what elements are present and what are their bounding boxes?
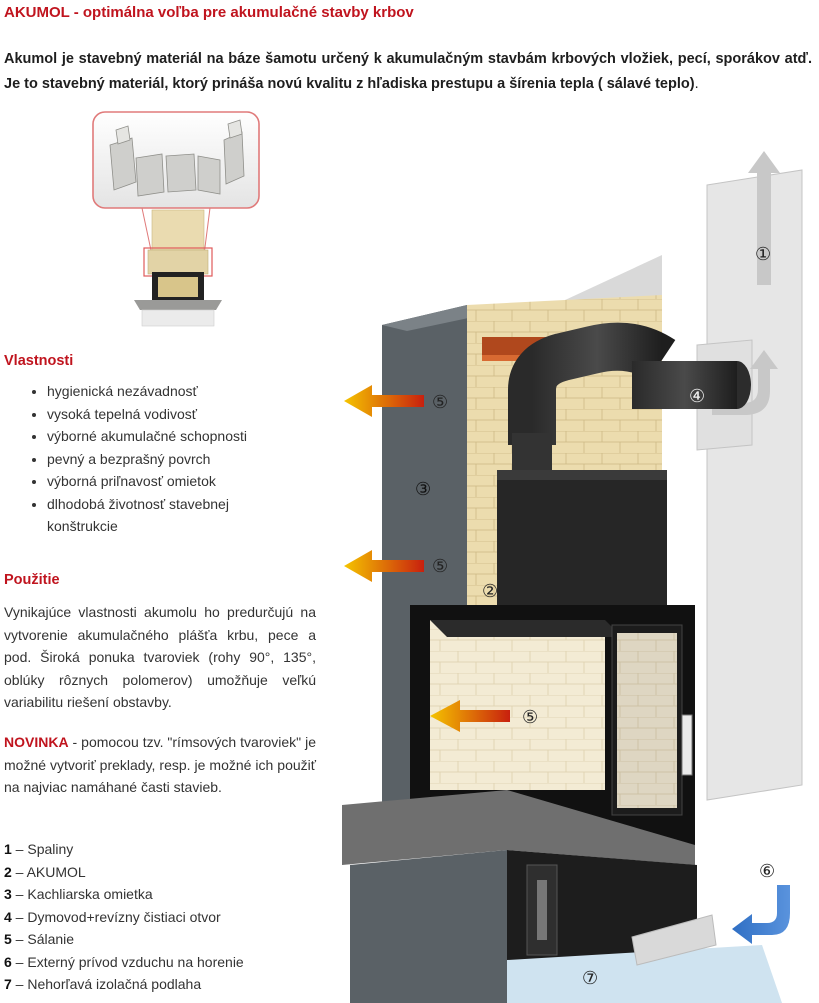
diagram-legend: 1 – Spaliny 2 – AKUMOL 3 – Kachliarska o… [4, 838, 244, 996]
marker-spaliny: ① [755, 244, 771, 265]
legend-text: – Externý prívod vzduchu na horenie [11, 953, 244, 970]
marker-podlaha: ⑦ [582, 968, 598, 989]
base-pedestal [350, 850, 507, 1003]
air-intake-arrow [732, 885, 790, 944]
legend-text: – Kachliarska omietka [11, 886, 153, 902]
legend-text: – Dymovod+revízny čistiaci otvor [11, 908, 221, 925]
marker-dymovod: ④ [689, 386, 705, 407]
novinka-text: - pomocou tzv. "rímsových tvaroviek" je … [4, 734, 316, 795]
marker-akumol: ② [482, 581, 498, 602]
legend-number: 4 [4, 908, 12, 925]
intro-paragraph: Akumol je stavebný materiál na báze šamo… [4, 47, 812, 97]
exhaust-arrow [748, 151, 780, 285]
list-item: 4 – Dymovod+revízny čistiaci otvor [4, 906, 244, 929]
intro-tail: . [694, 76, 699, 92]
list-item: výborná priľnavosť omietok [47, 470, 347, 493]
marker-salanie-3: ⑤ [522, 707, 538, 728]
heat-arrow [344, 550, 424, 582]
legend-text: – AKUMOL [11, 863, 86, 880]
flue-arrow [712, 350, 778, 415]
intro-bold-text: Akumol je stavebný materiál na báze šamo… [4, 51, 812, 92]
list-item: 1 – Spaliny [4, 838, 244, 861]
legend-number: 1 [4, 841, 12, 857]
legend-number: 2 [4, 863, 12, 880]
heat-arrow [344, 385, 424, 417]
heat-arrow [430, 700, 510, 732]
marker-salanie-2: ⑤ [432, 556, 448, 577]
list-item: 7 – Nehorľavá izolačná podlaha [4, 973, 244, 996]
list-item: 2 – AKUMOL [4, 861, 244, 884]
novinka-paragraph: NOVINKA - pomocou tzv. "rímsových tvarov… [4, 731, 316, 799]
akumol-block-detail-illustration [92, 111, 260, 327]
novinka-label: NOVINKA [4, 734, 69, 750]
insulating-floor [507, 945, 782, 1003]
legend-number: 3 [4, 886, 12, 902]
list-item: 5 – Sálanie [4, 928, 244, 951]
vlastnosti-heading: Vlastnosti [4, 353, 74, 369]
vlastnosti-list: hygienická nezávadnosť vysoká tepelná vo… [22, 380, 347, 538]
marker-privod-vzduchu: ⑥ [759, 861, 775, 882]
page-title: AKUMOL - optimálna voľba pre akumulačné … [4, 4, 414, 21]
legend-text: – Spaliny [11, 841, 74, 857]
legend-text: – Sálanie [11, 931, 75, 947]
hearth-slab [342, 790, 695, 865]
list-item: 6 – Externý prívod vzduchu na horenie [4, 951, 244, 974]
air-intake-pipe [631, 914, 717, 966]
legend-number: 7 [4, 976, 12, 992]
list-item: hygienická nezávadnosť [47, 380, 347, 403]
list-item: vysoká tepelná vodivosť [47, 403, 347, 426]
marker-omietka: ③ [415, 479, 431, 500]
legend-number: 6 [4, 953, 12, 970]
list-item: 3 – Kachliarska omietka [4, 883, 244, 906]
list-item: pevný a bezprašný povrch [47, 448, 347, 471]
legend-text: – Nehorľavá izolačná podlaha [11, 976, 202, 992]
pouzitie-heading: Použitie [4, 572, 60, 588]
fireplace-cutaway-diagram: ① ② ③ ④ ⑤ ⑤ ⑤ ⑥ ⑦ [342, 151, 803, 1003]
list-item: výborné akumulačné schopnosti [47, 425, 347, 448]
flue-pipe [508, 322, 676, 445]
list-item: dlhodobá životnosť stavebnej konštrukcie [47, 493, 247, 538]
firebox-body [497, 475, 667, 605]
marker-salanie-1: ⑤ [432, 392, 448, 413]
legend-number: 5 [4, 931, 12, 947]
pouzitie-paragraph: Vynikajúce vlastnosti akumolu ho predurč… [4, 604, 316, 710]
